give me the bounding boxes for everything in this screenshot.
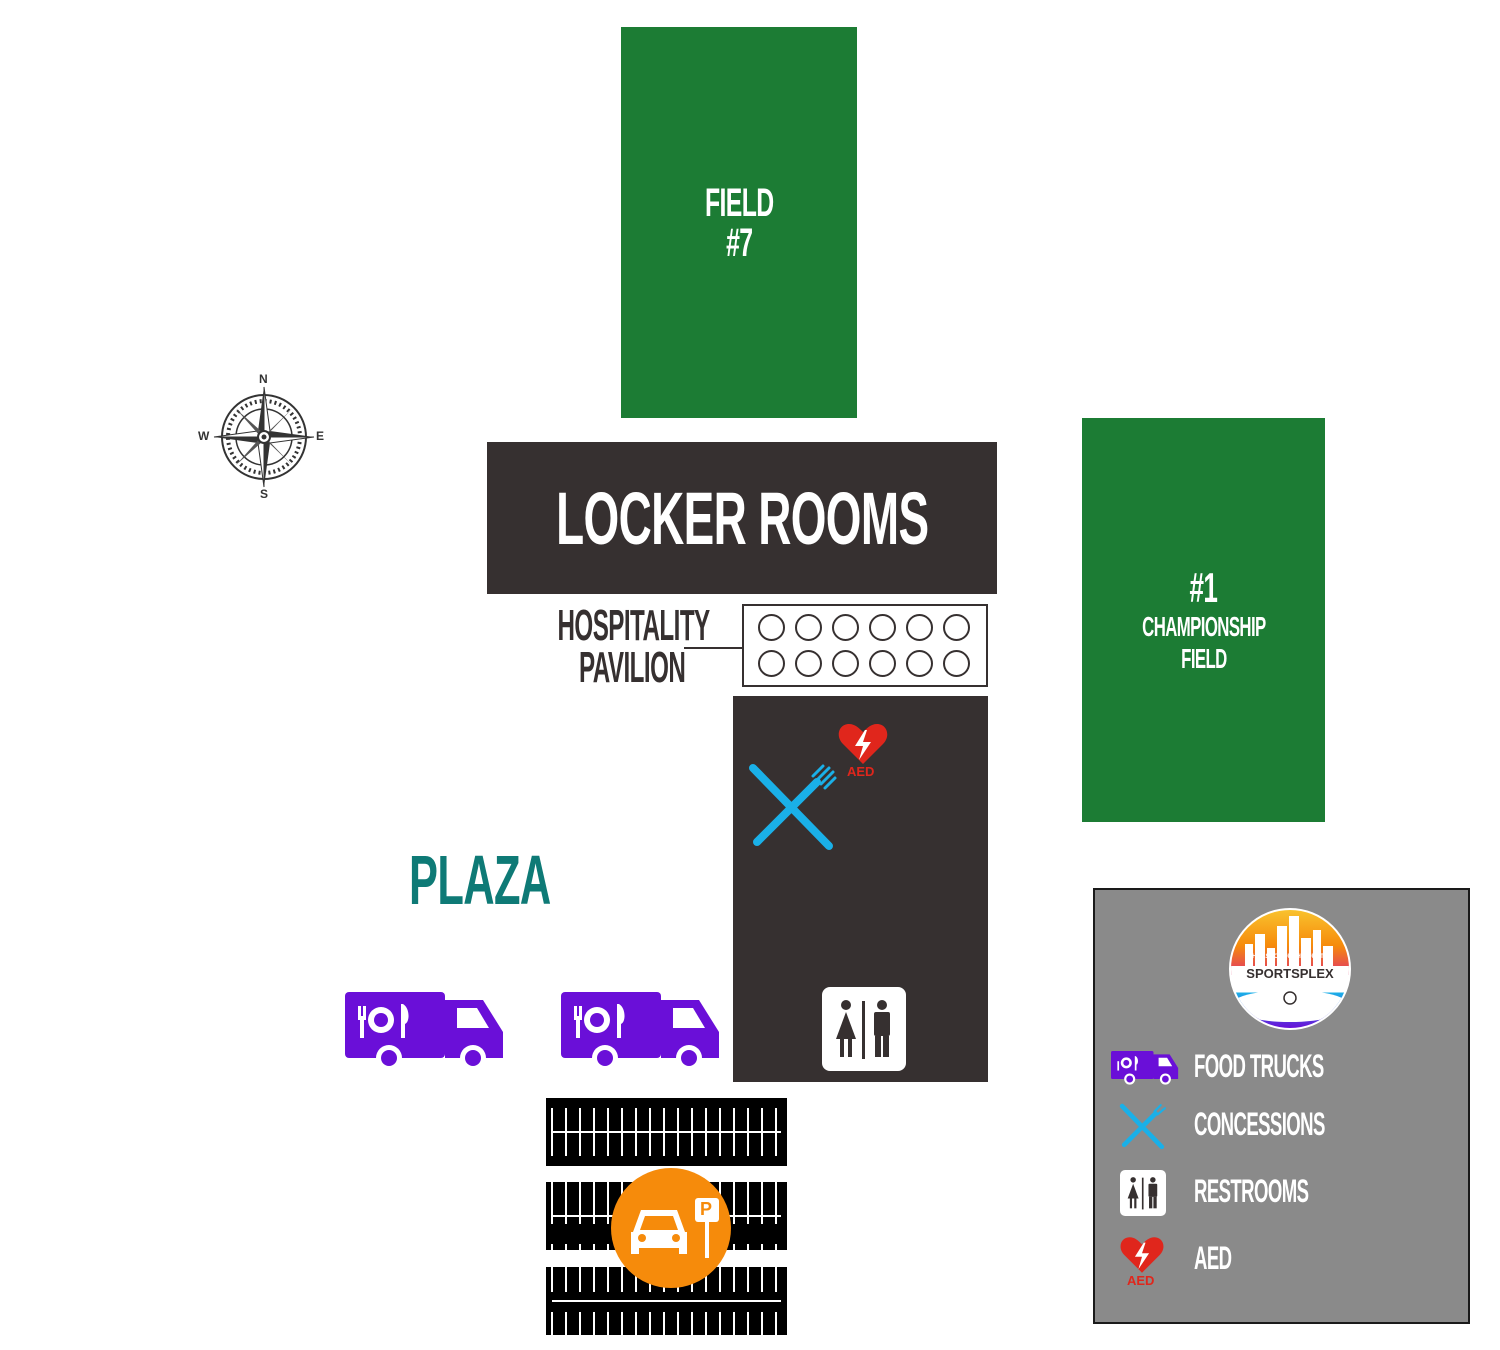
championship-field-1[interactable]: #1 CHAMPIONSHIP FIELD: [1082, 418, 1325, 822]
locker-rooms-label: LOCKER ROOMS: [555, 476, 929, 560]
table-icon: [906, 614, 933, 641]
concessions-icon: [749, 764, 837, 850]
concessions-icon: [1119, 1103, 1166, 1150]
table-icon: [943, 614, 970, 641]
compass-east: E: [316, 429, 325, 443]
field-1-label-line2: CHAMPIONSHIP: [1141, 611, 1266, 642]
aed-label: AED: [847, 764, 875, 779]
legend-label-aed: AED: [1194, 1240, 1232, 1276]
plaza-label: PLAZA: [409, 841, 551, 919]
locker-rooms[interactable]: LOCKER ROOMS: [487, 442, 997, 594]
logo-top-text: HILLSBOROUGH COUNTY: [1252, 954, 1328, 960]
field-7-label-line2: #7: [725, 220, 753, 265]
field-7-label-line1: FIELD: [704, 180, 774, 225]
field-7[interactable]: FIELD #7: [621, 27, 857, 418]
restroom-icon: [822, 987, 906, 1071]
parking-sign-label: P: [700, 1199, 713, 1219]
food-truck-icon: [1111, 1051, 1179, 1085]
compass-north: N: [259, 372, 268, 386]
legend-label-concessions: CONCESSIONS: [1194, 1106, 1325, 1142]
food-truck-icon[interactable]: [345, 992, 505, 1072]
parking-icon[interactable]: P: [611, 1168, 731, 1288]
table-icon: [832, 614, 859, 641]
legend-label-restrooms: RESTROOMS: [1194, 1173, 1309, 1209]
field-1-label-line1: #1: [1189, 564, 1218, 611]
field-1-label-line3: FIELD: [1180, 643, 1227, 674]
compass-south: S: [260, 487, 269, 501]
table-icon: [758, 614, 785, 641]
hospitality-label-line1: HOSPITALITY: [557, 601, 711, 650]
table-icon: [795, 650, 822, 677]
compass-icon: [213, 386, 315, 488]
table-icon: [943, 650, 970, 677]
hospitality-pavilion[interactable]: [742, 604, 988, 687]
table-icon: [869, 614, 896, 641]
legend-panel: HILLSBOROUGH COUNTY SPORTSPLEX FOOD TRUC…: [1093, 888, 1470, 1324]
aed-icon: AED: [837, 722, 889, 782]
table-icon: [906, 650, 933, 677]
logo-name: SPORTSPLEX: [1231, 966, 1349, 981]
legend-label-food-trucks: FOOD TRUCKS: [1194, 1048, 1324, 1084]
table-icon: [758, 650, 785, 677]
hospitality-leader-line: [684, 647, 744, 649]
hospitality-label-line2: PAVILION: [578, 643, 686, 692]
sportsplex-logo: HILLSBOROUGH COUNTY SPORTSPLEX: [1229, 908, 1351, 1030]
food-truck-icon[interactable]: [561, 992, 721, 1072]
table-icon: [832, 650, 859, 677]
compass-west: W: [198, 429, 210, 443]
restroom-icon: [1120, 1170, 1166, 1216]
table-icon: [869, 650, 896, 677]
concessions-building[interactable]: AED: [733, 696, 988, 1082]
aed-label: AED: [1127, 1273, 1155, 1288]
aed-icon: AED: [1119, 1235, 1167, 1291]
compass-rose: N S W E: [196, 372, 332, 502]
table-icon: [795, 614, 822, 641]
